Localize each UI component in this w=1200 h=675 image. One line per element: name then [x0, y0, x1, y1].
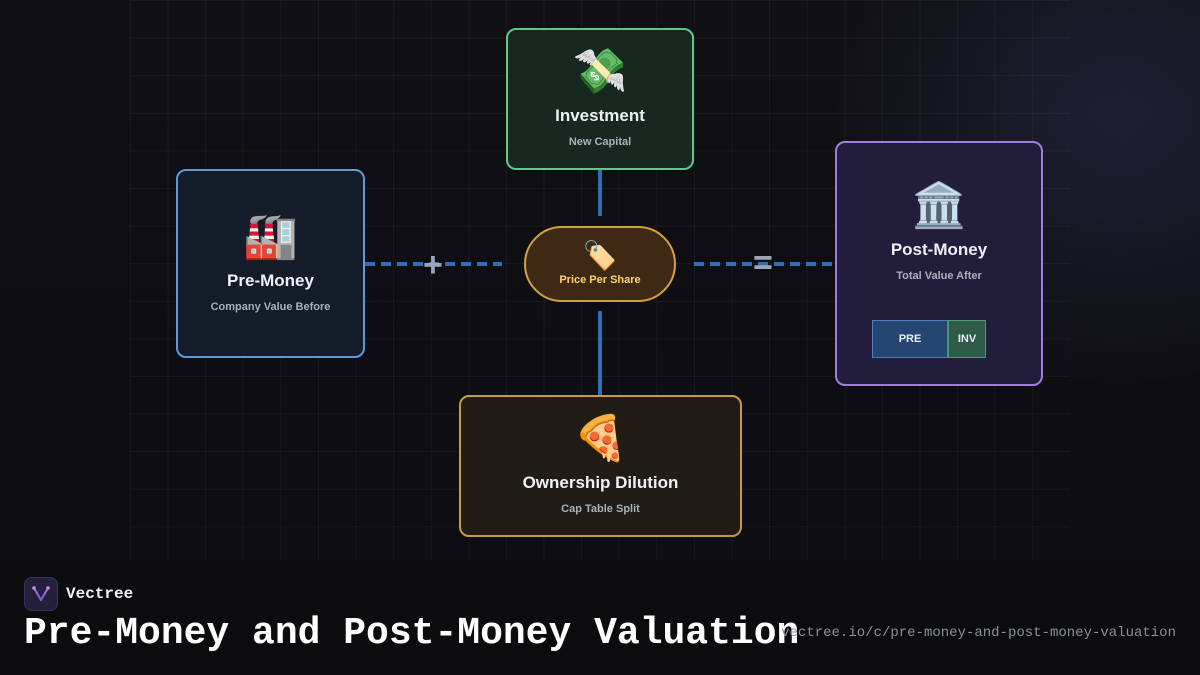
equals-operator: = — [753, 244, 773, 282]
investment-node[interactable]: 💸 Investment New Capital — [506, 28, 694, 170]
plus-operator: + — [423, 246, 443, 284]
page-url-link[interactable]: vectree.io/c/pre-money-and-post-money-va… — [781, 625, 1176, 641]
page-title: Pre-Money and Post-Money Valuation — [24, 612, 800, 655]
price-per-share-title: Price Per Share — [559, 274, 641, 286]
dilution-subtitle: Cap Table Split — [561, 503, 640, 515]
dilution-title: Ownership Dilution — [522, 473, 679, 492]
ownership-dilution-node[interactable]: 🍕 Ownership Dilution Cap Table Split — [459, 395, 742, 537]
post-money-title: Post-Money — [890, 239, 988, 259]
post-money-subtitle: Total Value After — [896, 269, 982, 282]
bar-segment-pre: PRE — [872, 320, 948, 358]
pizza-slice-icon: 🍕 — [573, 414, 628, 463]
money-with-wings-icon: 💸 — [572, 47, 628, 96]
pre-money-node[interactable]: 🏭 Pre-Money Company Value Before — [176, 169, 365, 358]
bar-segment-inv: INV — [948, 320, 986, 358]
pre-money-subtitle: Company Value Before — [210, 300, 331, 313]
footer-background — [0, 560, 1200, 675]
post-money-composition-bar: PRE INV — [872, 320, 986, 358]
pre-money-title: Pre-Money — [227, 270, 314, 290]
price-per-share-node[interactable]: 🏷️ Price Per Share — [524, 226, 676, 302]
brand[interactable]: Vectree — [24, 577, 133, 611]
bank-building-icon: 🏛️ — [911, 180, 967, 230]
price-tag-icon: 🏷️ — [582, 240, 618, 271]
brand-name: Vectree — [66, 585, 134, 603]
investment-title: Investment — [555, 106, 645, 125]
vectree-logo-icon — [24, 577, 58, 611]
investment-subtitle: New Capital — [568, 136, 632, 148]
factory-icon: 🏭 — [243, 211, 298, 261]
